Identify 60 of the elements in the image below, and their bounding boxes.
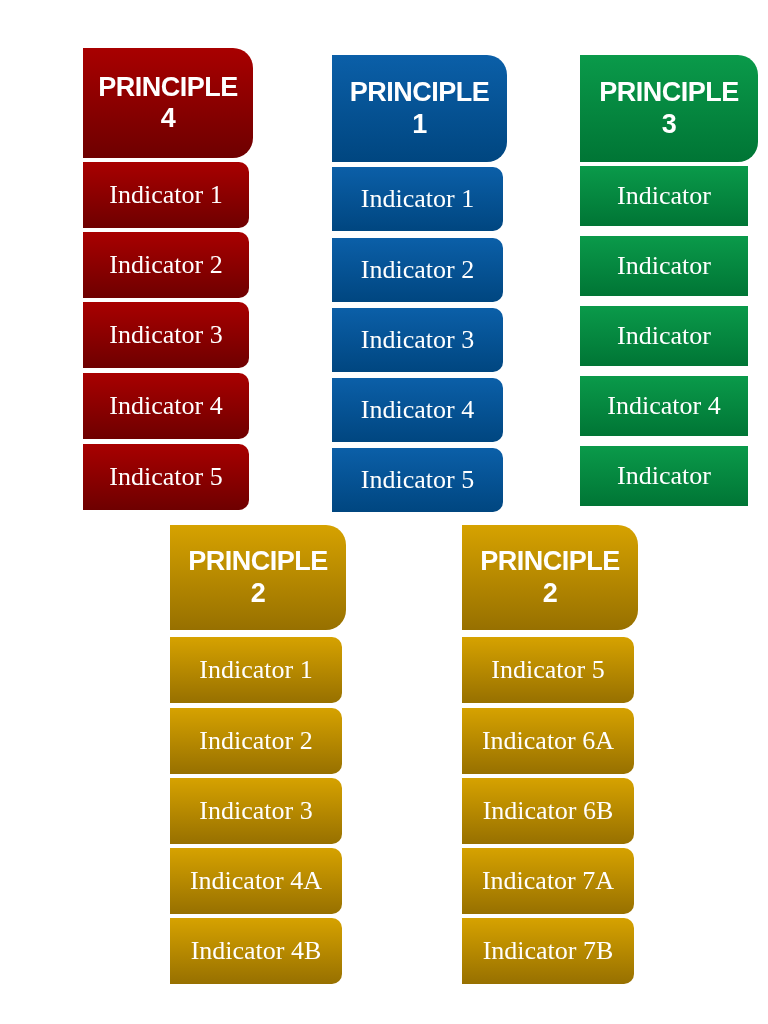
indicator-label: Indicator 7A [481, 867, 615, 895]
indicator-label: Indicator 4 [607, 392, 721, 420]
indicator-tab [580, 166, 748, 226]
indicator-label: Indicator 3 [199, 797, 313, 825]
indicator-tab [462, 708, 634, 774]
indicator-label: Indicator 1 [360, 185, 475, 213]
principle-title: PRINCIPLE 1 [348, 77, 491, 140]
indicator-tab [580, 376, 748, 436]
principle-header-tab [170, 525, 346, 630]
principle-title: PRINCIPLE 3 [598, 77, 740, 140]
indicator-label: Indicator 2 [199, 727, 313, 755]
indicator-label: Indicator [617, 322, 711, 350]
indicator-label: Indicator 6B [482, 797, 614, 825]
indicator-tab [462, 848, 634, 914]
indicator-tab [83, 373, 249, 439]
principle-title: PRINCIPLE 2 [187, 546, 329, 609]
indicator-label: Indicator 1 [199, 656, 313, 684]
indicator-label: Indicator 2 [360, 256, 475, 284]
principle-title: PRINCIPLE 2 [479, 546, 621, 609]
indicator-tab [580, 446, 748, 506]
indicator-tab [170, 848, 342, 914]
indicator-label: Indicator 3 [109, 321, 223, 349]
indicator-tab [462, 778, 634, 844]
indicator-tab [332, 378, 503, 442]
indicator-label: Indicator 4A [189, 867, 323, 895]
principle-title: PRINCIPLE 4 [97, 71, 239, 135]
indicator-tab [332, 308, 503, 372]
indicator-tab [462, 918, 634, 984]
indicator-label: Indicator 7B [482, 937, 614, 965]
indicator-tab [332, 167, 503, 231]
indicator-tab [170, 778, 342, 844]
indicator-label: Indicator 4 [109, 392, 223, 420]
indicator-label: Indicator 5 [109, 463, 223, 491]
indicator-label: Indicator 6A [481, 727, 615, 755]
indicator-tab [332, 448, 503, 512]
indicator-label: Indicator 5 [360, 466, 475, 494]
indicator-tab [580, 306, 748, 366]
principle-header-tab [462, 525, 638, 630]
indicator-tab [83, 444, 249, 510]
indicator-label: Indicator 5 [491, 656, 605, 684]
indicator-label: Indicator 1 [109, 181, 223, 209]
indicator-tab [170, 637, 342, 703]
indicator-tab [462, 637, 634, 703]
indicator-tab [170, 918, 342, 984]
indicator-tab [580, 236, 748, 296]
principle-header-tab [332, 55, 507, 162]
indicator-label: Indicator 4B [190, 937, 322, 965]
indicator-tab [170, 708, 342, 774]
indicator-label: Indicator 3 [360, 326, 475, 354]
indicator-label: Indicator [617, 252, 711, 280]
indicator-label: Indicator 4 [360, 396, 475, 424]
indicator-tab [332, 238, 503, 302]
principle-header-tab [580, 55, 758, 162]
indicator-tab [83, 232, 249, 298]
principle-header-tab [83, 48, 253, 158]
indicator-label: Indicator [617, 462, 711, 490]
indicator-label: Indicator [617, 182, 711, 210]
indicator-tab [83, 162, 249, 228]
indicator-tab [83, 302, 249, 368]
indicator-label: Indicator 2 [109, 251, 223, 279]
